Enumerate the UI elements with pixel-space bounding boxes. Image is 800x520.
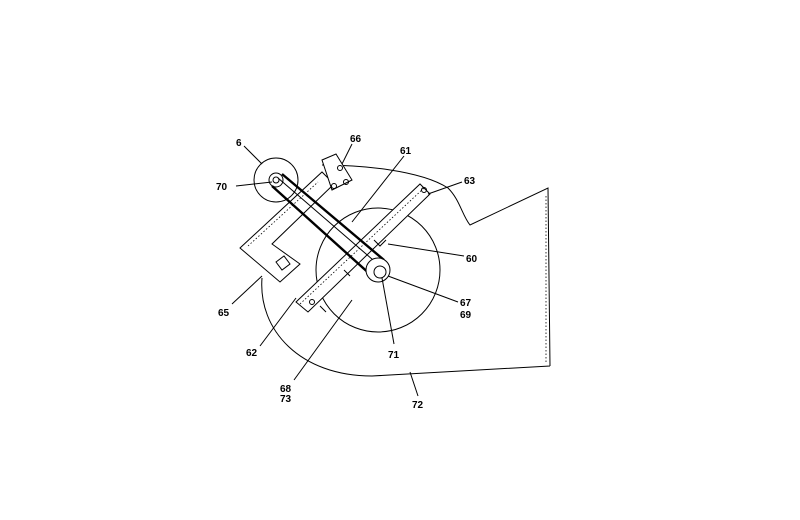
arm-clip-c: [319, 305, 327, 313]
label-72: 72: [412, 400, 424, 411]
label-69: 69: [460, 310, 472, 321]
label-70: 70: [216, 182, 228, 193]
arm-clip-a: [373, 239, 387, 247]
leader-66: [341, 143, 353, 165]
label-65: 65: [218, 308, 230, 319]
tensioner-pivot-top: [421, 187, 427, 193]
upper-bracket-bolt-b: [331, 183, 337, 189]
label-73: 73: [280, 394, 292, 405]
fan-wheel: [315, 207, 441, 333]
leader-60: [387, 243, 465, 257]
belt-strand-inner: [277, 177, 381, 267]
upper-bracket: [321, 153, 353, 191]
label-71: 71: [388, 350, 400, 361]
leader-62: [259, 297, 297, 347]
fan-pulley: [365, 257, 391, 283]
motor-mount-plate: [239, 171, 335, 283]
label-61: 61: [400, 146, 412, 157]
housing-outline: [261, 164, 551, 377]
label-67: 67: [460, 298, 472, 309]
label-62: 62: [246, 348, 258, 359]
label-68: 68: [280, 384, 292, 395]
leader-65: [231, 275, 263, 305]
leader-61: [351, 155, 405, 223]
fan-shaft: [373, 265, 387, 279]
upper-bracket-bolt-c: [343, 179, 349, 185]
leader-6: [243, 145, 263, 165]
leader-63: [427, 181, 463, 195]
leader-70: [235, 181, 273, 187]
label-60: 60: [466, 254, 478, 265]
tensioner-arm-detail: [299, 187, 425, 305]
label-66: 66: [350, 134, 362, 145]
leader-68: [293, 299, 353, 381]
motor-hub-inner: [272, 176, 280, 184]
label-6: 6: [236, 138, 242, 149]
arm-clip-d: [275, 255, 291, 271]
belt-strand-upper: [281, 173, 385, 261]
arm-clip-b: [343, 269, 351, 277]
leader-71: [381, 277, 395, 345]
label-63: 63: [464, 176, 476, 187]
motor-hub-outer: [268, 172, 284, 188]
upper-bracket-bolt-a: [337, 165, 343, 171]
tensioner-arm: [295, 183, 431, 313]
leader-72: [409, 371, 419, 397]
leader-67: [387, 275, 459, 303]
motor-pulley: [253, 157, 299, 203]
belt-strand-lower: [271, 185, 373, 277]
tensioner-pivot-bottom: [309, 299, 315, 305]
